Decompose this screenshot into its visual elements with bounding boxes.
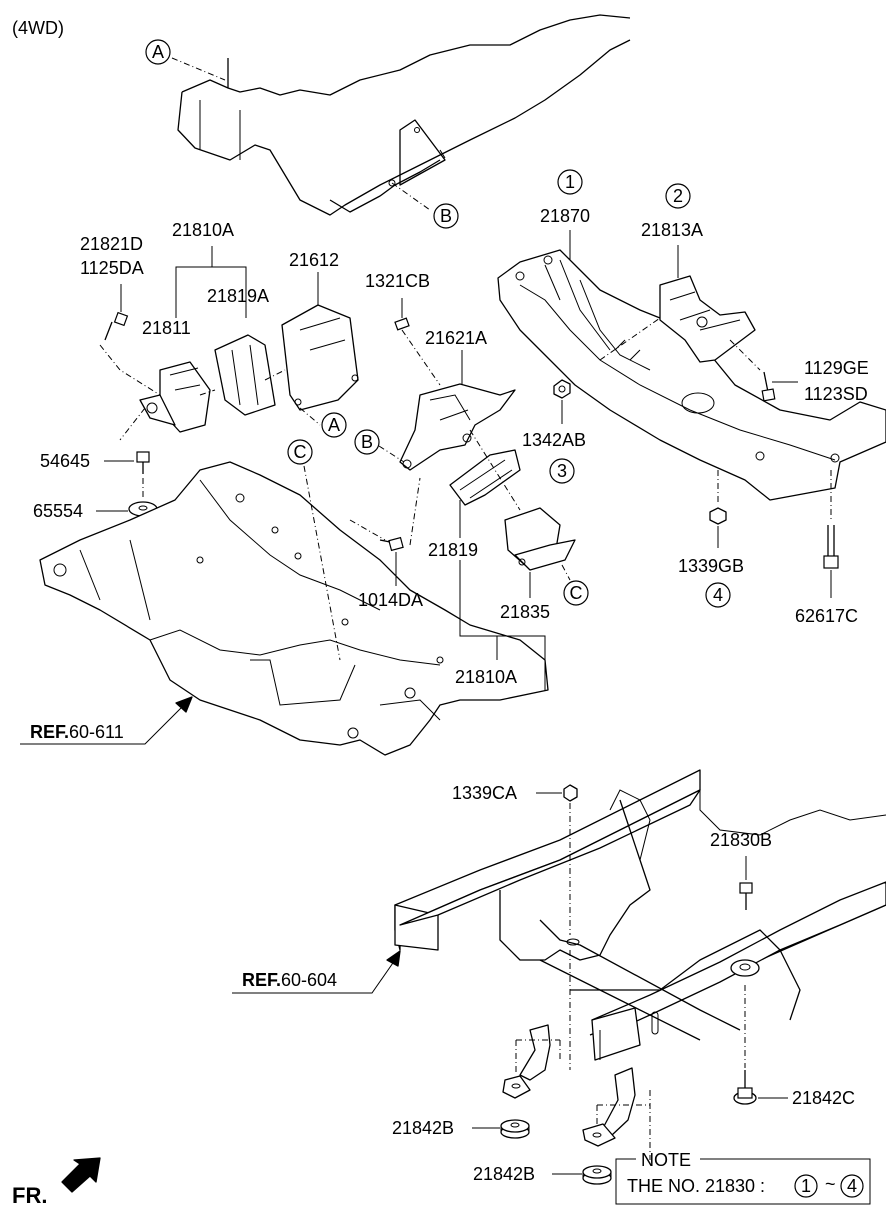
part-1123sd: 1123SD — [804, 384, 868, 404]
bolt-62617c — [823, 525, 839, 569]
callout-b-mid: B — [354, 429, 380, 455]
note-text: THE NO. 21830 : — [627, 1176, 765, 1196]
bolt-1129ge — [761, 371, 776, 402]
nut-1342ab — [553, 379, 571, 399]
variant-label: (4WD) — [12, 18, 64, 38]
bracket-right-lower — [582, 1067, 636, 1147]
note-range-end: 4 — [847, 1176, 857, 1196]
part-21842b-a: 21842B — [392, 1118, 454, 1138]
bracket-21612 — [281, 304, 359, 411]
ref-60-611-code: 60-611 — [69, 722, 124, 742]
ref-60-604: REF.60-604 — [242, 970, 337, 990]
part-21810a-bottom: 21810A — [455, 667, 517, 687]
callout-c-right: C — [563, 580, 589, 606]
bolt-1014da — [379, 536, 404, 552]
callout-4-number: 4 — [713, 585, 723, 605]
bolt-21821d — [104, 284, 129, 341]
part-21842b-b: 21842B — [473, 1164, 535, 1184]
pin-1321cb — [394, 317, 410, 331]
lower-frame — [394, 769, 886, 1061]
part-1342ab: 1342AB — [522, 430, 586, 450]
part-1339ca: 1339CA — [452, 783, 517, 803]
callout-3-number: 3 — [557, 461, 567, 481]
callout-c-left: C — [287, 439, 313, 465]
part-21842c: 21842C — [792, 1088, 855, 1108]
subframe — [39, 461, 549, 756]
front-label: FR. — [12, 1183, 47, 1208]
bolt-21842c — [733, 1070, 757, 1105]
part-1125da: 1125DA — [80, 258, 144, 278]
part-21813a: 21813A — [641, 220, 703, 240]
bushing-21842b-b — [582, 1165, 612, 1185]
part-1129ge: 1129GE — [804, 358, 869, 378]
bracket-left-lower — [502, 1024, 551, 1099]
nut-1339gb — [709, 507, 727, 525]
part-21821d: 21821D — [80, 234, 143, 254]
bolt-21830b — [739, 882, 753, 910]
callout-1-number: 1 — [565, 172, 575, 192]
part-54645: 54645 — [40, 451, 90, 471]
part-1339gb: 1339GB — [678, 556, 744, 576]
callout-b-mid-letter: B — [361, 432, 373, 452]
bolt-54645 — [136, 451, 150, 474]
callout-b-top-letter: B — [440, 206, 452, 226]
callout-c-left-letter: C — [294, 442, 307, 462]
insulator-21819 — [449, 449, 521, 506]
part-21612: 21612 — [289, 250, 339, 270]
bushing-21842b-a — [500, 1119, 530, 1139]
part-62617c: 62617C — [795, 606, 858, 626]
note-title: NOTE — [641, 1150, 691, 1170]
part-1014da: 1014DA — [358, 590, 423, 610]
mount-21811 — [139, 361, 211, 433]
ref-60-604-code: 60-604 — [281, 970, 337, 990]
callout-2: 2 — [665, 183, 691, 209]
ref-60-611: REF.60-611 — [30, 722, 124, 742]
ref-60-604-prefix: REF. — [242, 970, 281, 990]
crossmember-21870 — [497, 249, 886, 501]
callout-3: 3 — [549, 458, 575, 484]
frame-section-top — [171, 14, 631, 216]
part-21819: 21819 — [428, 540, 478, 560]
bracket-21813a — [659, 275, 756, 363]
part-21819a: 21819A — [207, 286, 269, 306]
part-21835: 21835 — [500, 602, 550, 622]
callout-a-mid: A — [321, 412, 347, 438]
nut-1339ca — [563, 784, 578, 802]
part-21811: 21811 — [142, 318, 191, 338]
part-1321cb: 1321CB — [365, 271, 430, 291]
note-box: NOTE THE NO. 21830 : 1 ~ 4 — [615, 1150, 871, 1205]
note-range-sep: ~ — [825, 1174, 836, 1194]
callout-2-number: 2 — [673, 186, 683, 206]
mount-21835 — [504, 507, 576, 571]
callout-c-right-letter: C — [570, 583, 583, 603]
note-range-start: 1 — [801, 1176, 811, 1196]
part-65554: 65554 — [33, 501, 83, 521]
ref-60-611-prefix: REF. — [30, 722, 69, 742]
part-21830b: 21830B — [710, 830, 772, 850]
callout-b-top: B — [433, 203, 459, 229]
callout-a-top-letter: A — [152, 42, 164, 62]
insulator-21819a — [214, 334, 276, 416]
front-direction-arrow — [61, 1157, 101, 1193]
bracket-21621a — [399, 383, 516, 471]
callout-a-top: A — [145, 39, 171, 65]
part-21870: 21870 — [540, 206, 590, 226]
callout-1: 1 — [557, 169, 583, 195]
part-21810a-top: 21810A — [172, 220, 234, 240]
part-21621a: 21621A — [425, 328, 487, 348]
callout-a-mid-letter: A — [328, 415, 340, 435]
callout-4: 4 — [705, 582, 731, 608]
